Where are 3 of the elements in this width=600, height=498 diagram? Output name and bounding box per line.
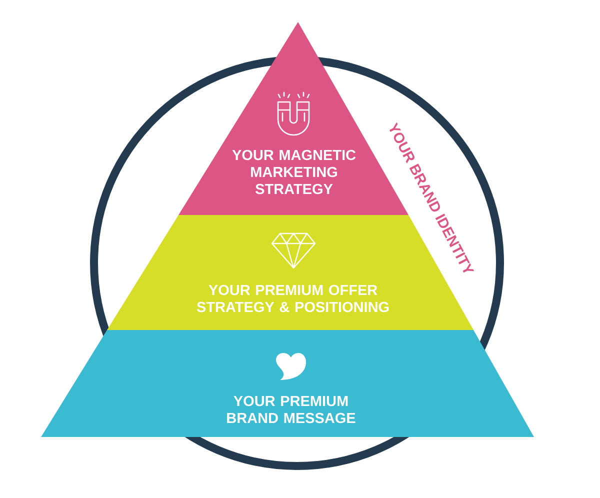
tier-label: YOUR PREMIUM BRAND MESSAGE	[227, 396, 356, 424]
tier-label: YOUR PREMIUM OFFER STRATEGY & POSITIONING	[196, 284, 389, 312]
tier-label: YOUR MAGNETIC MARKETING STRATEGY	[232, 150, 356, 194]
